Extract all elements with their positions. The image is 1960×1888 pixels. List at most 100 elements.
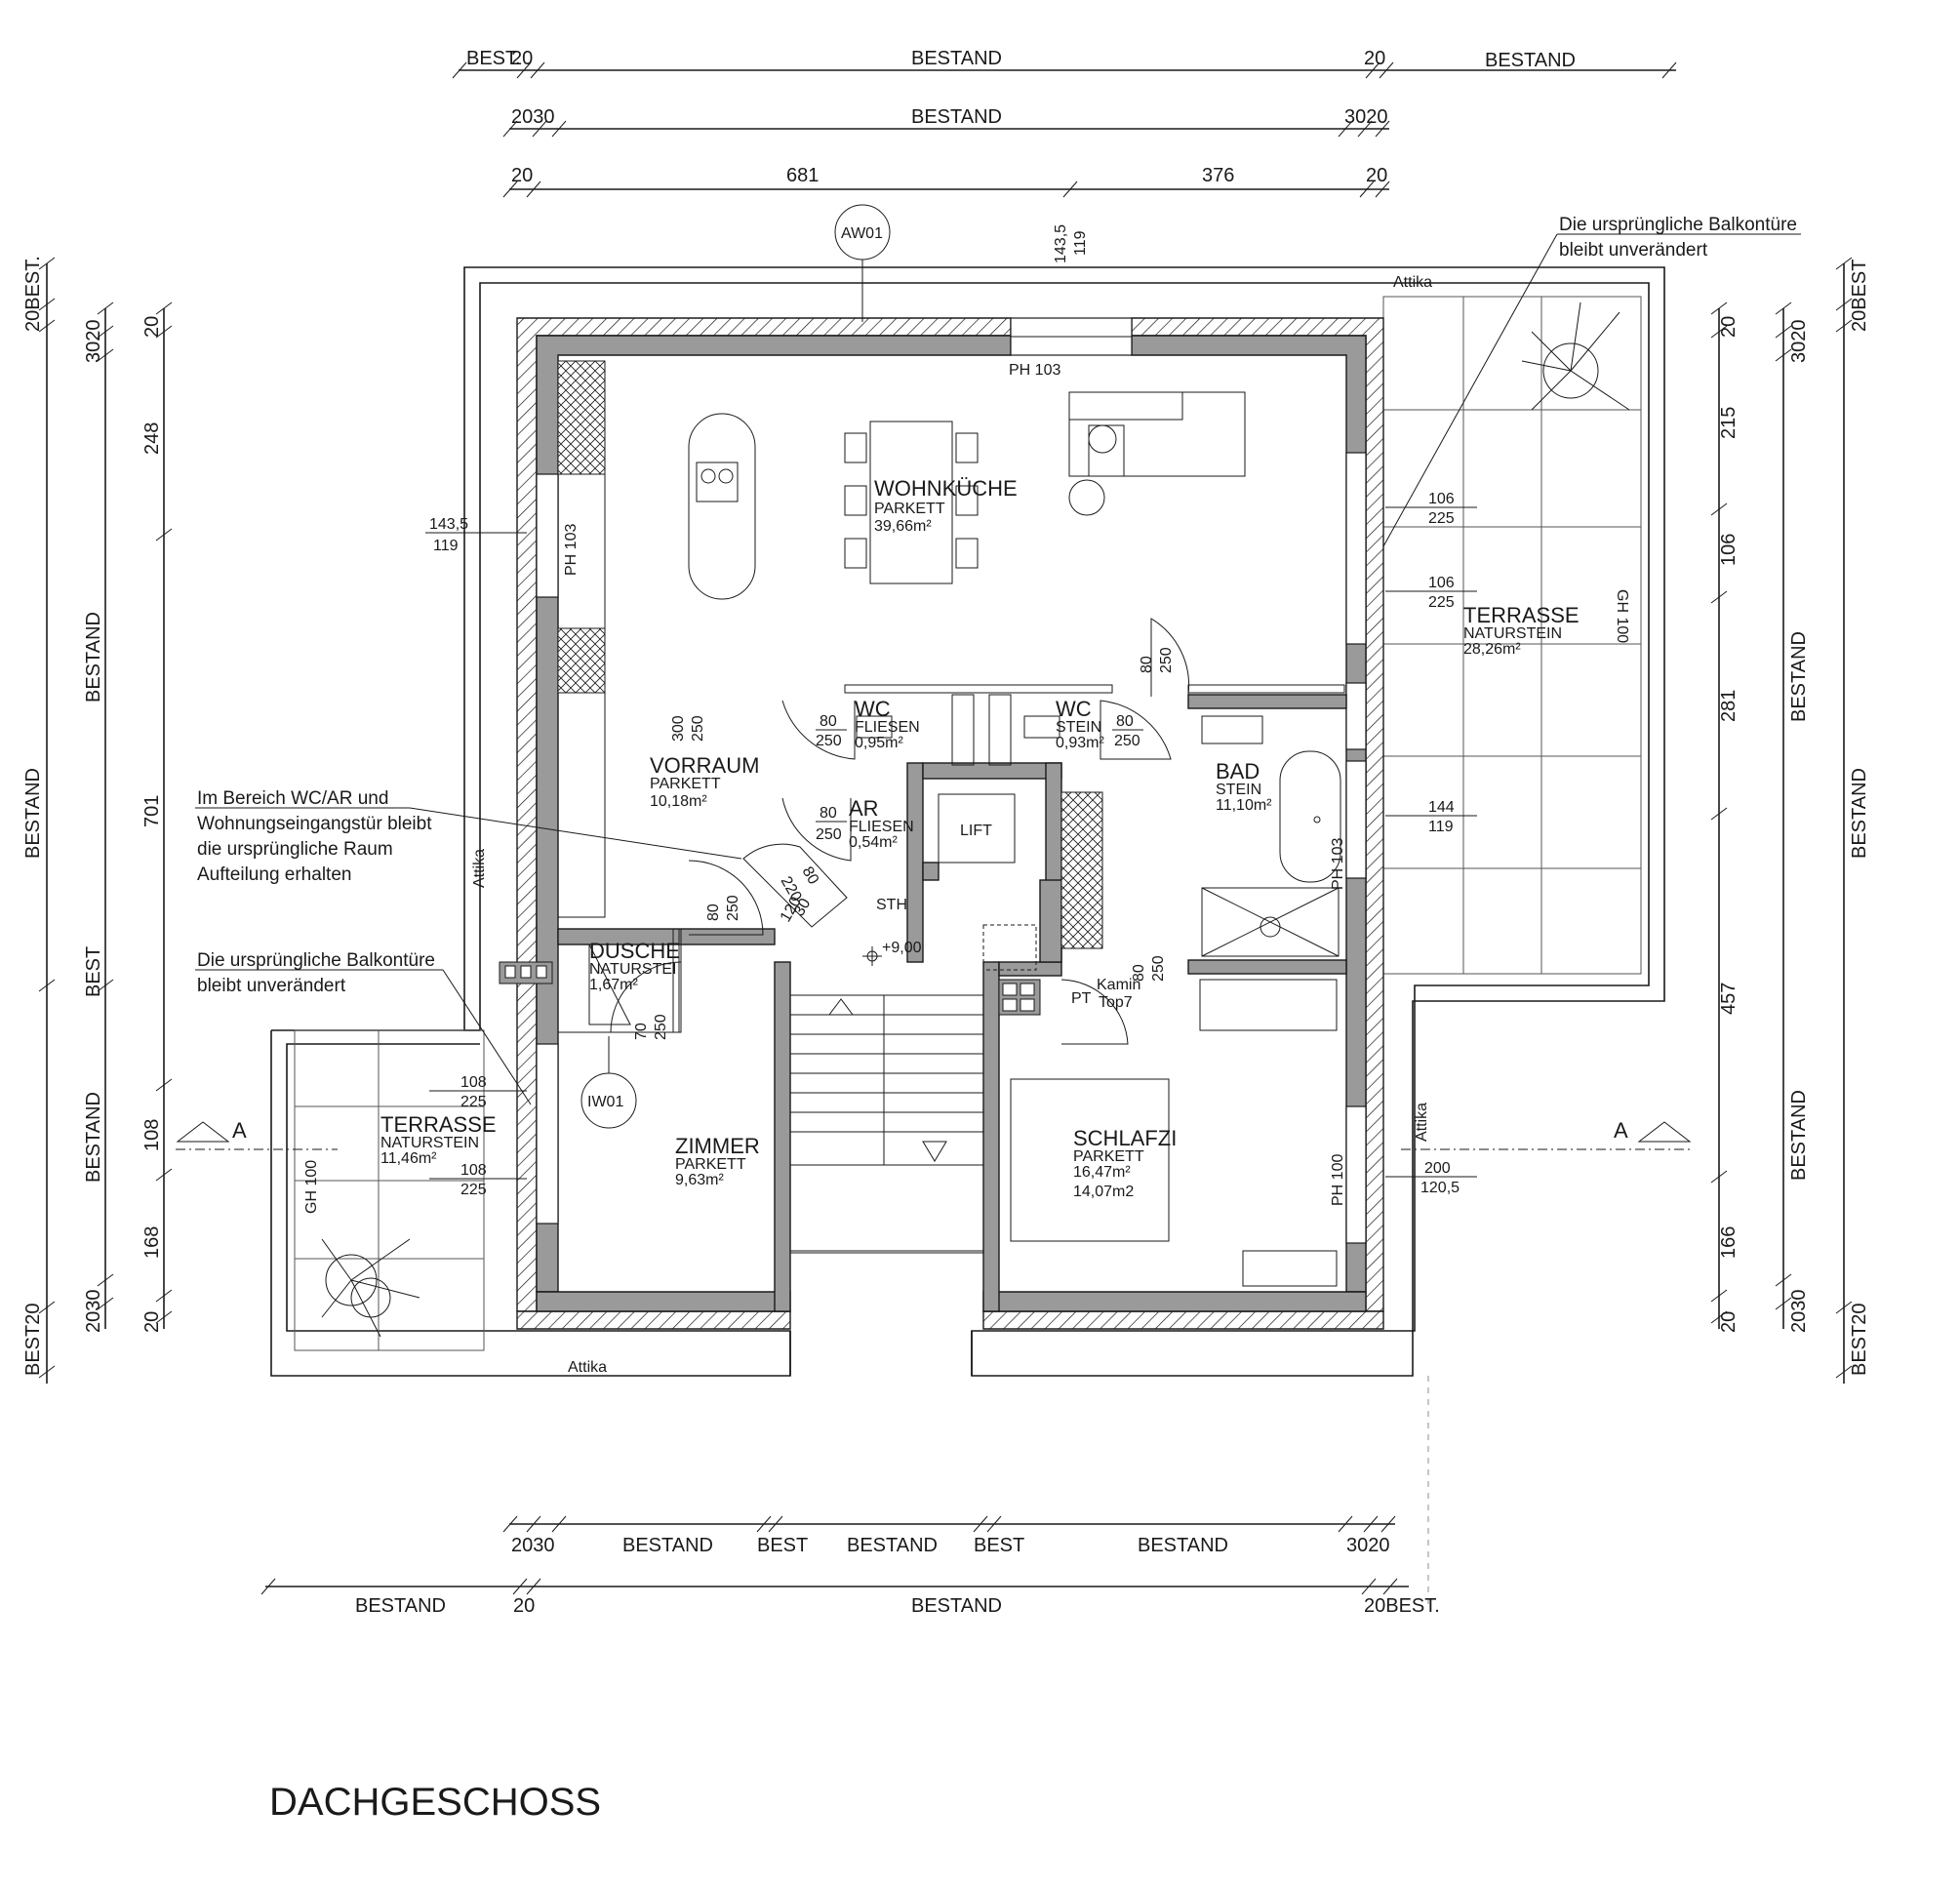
- room-lift: LIFT: [960, 823, 992, 839]
- section-marker-left: A: [176, 1118, 338, 1150]
- svg-text:108: 108: [460, 1074, 487, 1091]
- svg-text:NATURSTEIN: NATURSTEIN: [380, 1135, 479, 1151]
- dim-top-bestand2: BESTAND: [1485, 50, 1576, 71]
- room-wc1: WC FLIESEN 0,95m²: [855, 697, 920, 751]
- svg-text:STEIN: STEIN: [1216, 782, 1261, 798]
- svg-text:SCHLAFZI: SCHLAFZI: [1073, 1126, 1177, 1150]
- svg-text:143,5: 143,5: [1053, 224, 1069, 263]
- stairs: [789, 994, 984, 1254]
- kamin-label: Kamin: [1097, 977, 1140, 993]
- dim-right-457: 457: [1718, 983, 1740, 1015]
- svg-text:30: 30: [791, 896, 815, 919]
- svg-text:9,63m²: 9,63m²: [675, 1172, 724, 1188]
- svg-text:120,5: 120,5: [1420, 1180, 1460, 1196]
- terrace-left: [294, 1029, 485, 1351]
- note-balkon-right: Die ursprüngliche Balkontüre bleibt unve…: [1382, 215, 1801, 547]
- left-dimensions: 20BEST. BESTAND BEST20 3020 BESTAND BEST…: [22, 256, 173, 1384]
- svg-text:PARKETT: PARKETT: [675, 1156, 746, 1173]
- svg-text:144: 144: [1428, 799, 1455, 816]
- svg-text:bleibt unverändert: bleibt unverändert: [197, 976, 346, 996]
- svg-text:106: 106: [1428, 491, 1455, 507]
- chimneys: [499, 961, 1041, 1016]
- dim-bottom-bestand4: BESTAND: [355, 1595, 446, 1617]
- exterior-walls: [516, 317, 1384, 1330]
- dim-bottom-20best: 20BEST.: [1364, 1595, 1440, 1617]
- bathtub: [1201, 715, 1341, 883]
- dim-right-best20: BEST20: [1849, 1304, 1870, 1376]
- svg-text:225: 225: [460, 1182, 487, 1198]
- svg-text:14,07m2: 14,07m2: [1073, 1184, 1134, 1200]
- svg-text:250: 250: [725, 895, 741, 921]
- svg-text:die ursprüngliche Raum: die ursprüngliche Raum: [197, 839, 393, 860]
- section-marker-right: A: [1401, 1118, 1692, 1150]
- dim-right-20b: 20: [1718, 1311, 1740, 1333]
- dim-bottom-2030: 2030: [511, 1535, 555, 1556]
- dim-left-2030: 2030: [83, 1290, 104, 1334]
- svg-text:1,67m²: 1,67m²: [589, 977, 638, 993]
- svg-text:ZIMMER: ZIMMER: [675, 1134, 760, 1158]
- svg-text:80: 80: [1116, 713, 1134, 730]
- note-wc-ar: Im Bereich WC/AR und Wohnungseingangstür…: [195, 788, 742, 885]
- dim-top-bestand: BESTAND: [911, 48, 1002, 69]
- svg-text:225: 225: [1428, 594, 1455, 611]
- gh100-right: GH 100: [1614, 589, 1630, 643]
- svg-text:119: 119: [1072, 230, 1089, 256]
- room-zimmer: ZIMMER PARKETT 9,63m²: [675, 1134, 760, 1188]
- dim-bottom-20: 20: [513, 1595, 535, 1617]
- svg-text:0,93m²: 0,93m²: [1056, 735, 1104, 751]
- gh100-left: GH 100: [303, 1160, 320, 1214]
- svg-text:PARKETT: PARKETT: [650, 776, 721, 792]
- svg-text:225: 225: [1428, 510, 1455, 527]
- ph103-bad: PH 103: [1330, 838, 1346, 890]
- dim-top-20b: 20: [1364, 48, 1385, 69]
- svg-text:AW01: AW01: [841, 225, 883, 242]
- dim-right-106: 106: [1718, 534, 1740, 566]
- svg-text:225: 225: [460, 1094, 487, 1110]
- dim-right-bestand2: BESTAND: [1788, 1090, 1810, 1181]
- svg-text:NATURSTEI: NATURSTEI: [589, 961, 676, 978]
- room-wc2: WC STEIN 0,93m²: [1056, 697, 1104, 751]
- svg-text:PARKETT: PARKETT: [1073, 1148, 1144, 1165]
- svg-text:FLIESEN: FLIESEN: [855, 719, 920, 736]
- note-balkon-left: Die ursprüngliche Balkontüre bleibt unve…: [195, 950, 532, 1105]
- dim-left-701: 701: [141, 795, 163, 827]
- ph100-right: PH 100: [1330, 1154, 1346, 1206]
- dim-right-bestand: BESTAND: [1788, 631, 1810, 722]
- top-dimensions: BEST. 20 BESTAND 20 BESTAND 2030 BESTAND…: [452, 48, 1677, 198]
- right-dimensions: 20 215 106 281 457 166 20 3020 BESTAND B…: [1710, 257, 1870, 1384]
- svg-text:200: 200: [1424, 1160, 1451, 1177]
- kitchen-cabinets: [557, 360, 606, 918]
- bed: [1010, 979, 1338, 1287]
- dim-right-2030: 2030: [1788, 1290, 1810, 1334]
- dim-right-bestand3: BESTAND: [1849, 768, 1870, 859]
- attika-top-label: Attika: [1393, 274, 1432, 291]
- svg-text:NATURSTEIN: NATURSTEIN: [1463, 625, 1562, 642]
- svg-text:bleibt unverändert: bleibt unverändert: [1559, 240, 1708, 261]
- svg-text:108: 108: [460, 1162, 487, 1179]
- svg-text:A: A: [232, 1118, 247, 1143]
- svg-text:250: 250: [1150, 955, 1167, 982]
- room-dusche: DUSCHE NATURSTEI 1,67m²: [589, 939, 680, 993]
- svg-text:250: 250: [816, 826, 842, 843]
- dim-top-3020: 3020: [1344, 106, 1388, 128]
- dim-top-20d: 20: [1366, 165, 1387, 186]
- sofa: [1068, 391, 1246, 516]
- room-terrasse-right: TERRASSE NATURSTEIN 28,26m²: [1463, 603, 1580, 658]
- svg-text:80: 80: [820, 713, 837, 730]
- dim-left-best20: BEST20: [22, 1304, 44, 1376]
- svg-text:DUSCHE: DUSCHE: [589, 939, 680, 963]
- dim-top-2030: 2030: [511, 106, 555, 128]
- page-title: DACHGESCHOSS: [269, 1781, 601, 1824]
- windows: [536, 317, 1367, 1244]
- svg-text:250: 250: [816, 733, 842, 749]
- svg-text:250: 250: [653, 1014, 669, 1040]
- svg-text:39,66m²: 39,66m²: [874, 518, 932, 535]
- attika-bottom-label: Attika: [568, 1359, 607, 1376]
- interior-walls: [557, 684, 1347, 1312]
- dim-left-168: 168: [141, 1226, 163, 1259]
- ph103-left: PH 103: [563, 524, 580, 576]
- iw01-tag: IW01: [580, 1036, 637, 1129]
- dim-bottom-bestand5: BESTAND: [911, 1595, 1002, 1617]
- dim-right-166: 166: [1718, 1226, 1740, 1259]
- dim-left-108: 108: [141, 1119, 163, 1151]
